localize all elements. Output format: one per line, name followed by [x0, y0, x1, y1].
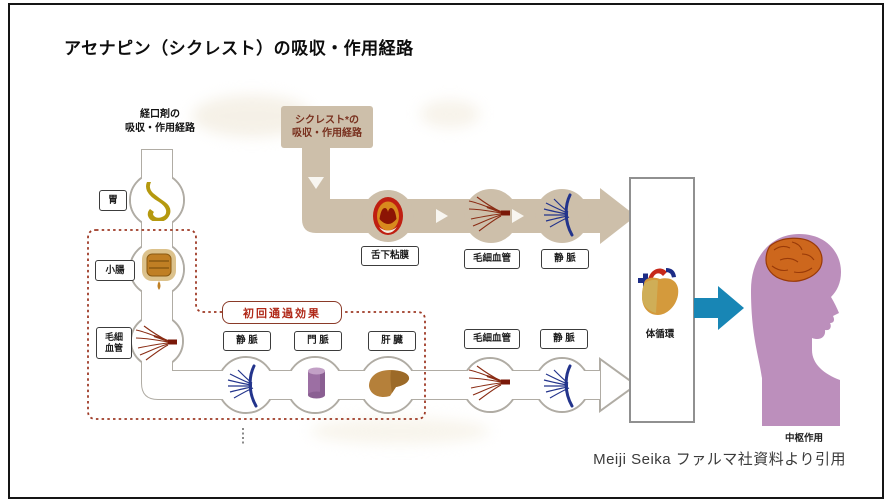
label-vein-postliver: 静 脈	[540, 329, 588, 349]
to-brain-arrow-icon	[694, 286, 744, 330]
portal-vein-icon	[308, 367, 325, 399]
label-vein-postliver-text: 静 脈	[553, 333, 575, 345]
label-capillary-left-line1: 毛細	[104, 332, 123, 343]
systemic-circulation-text: 体循環	[645, 329, 675, 340]
label-sublingual-mucosa: 舌下粘膜	[361, 246, 419, 266]
sublingual-route-heading: シクレスト*の 吸収・作用経路	[281, 106, 373, 148]
liver-icon	[369, 370, 410, 397]
oral-heading-line2: 吸収・作用経路	[125, 122, 195, 134]
vein-icon	[227, 364, 258, 408]
central-action-text: 中枢作用	[784, 433, 823, 444]
label-portal-vein: 門 脈	[294, 331, 342, 351]
page-title: アセナピン（シクレスト）の吸収・作用経路	[64, 39, 414, 58]
label-stomach-text: 胃	[108, 194, 118, 206]
systemic-circulation-label: 体循環	[634, 326, 686, 340]
label-liver: 肝 臓	[368, 331, 416, 351]
vein-icon	[543, 193, 574, 237]
label-small-intestine: 小腸	[95, 260, 135, 281]
central-action-label: 中枢作用	[766, 430, 842, 444]
label-vein-firstpass: 静 脈	[223, 331, 271, 351]
vein-icon	[543, 364, 574, 408]
outer-border	[8, 3, 884, 499]
first-pass-effect-text: 初回通過効果	[243, 307, 321, 320]
scan-smudge	[310, 418, 490, 444]
scan-smudge	[420, 100, 480, 128]
oral-heading-line1: 経口剤の	[140, 109, 180, 120]
capillary-icon	[468, 196, 510, 232]
label-capillary-postliver-text: 毛細血管	[472, 333, 511, 345]
label-stomach: 胃	[99, 190, 127, 211]
capillary-icon	[468, 365, 510, 401]
source-attribution: Meiji Seika ファルマ社資料より引用	[593, 451, 846, 468]
label-vein-firstpass-text: 静 脈	[236, 335, 258, 347]
label-capillary-postliver: 毛細血管	[464, 329, 520, 349]
label-vein-sublingual: 静 脈	[541, 249, 589, 269]
first-pass-effect-box: 初回通過効果	[222, 301, 342, 324]
label-capillary-sublingual: 毛細血管	[464, 249, 520, 269]
sublingual-mouth-icon	[373, 197, 403, 235]
label-portal-vein-text: 門 脈	[307, 335, 329, 347]
sublingual-heading-line2: 吸収・作用経路	[292, 128, 362, 139]
sublingual-heading-line1: シクレスト*の	[295, 114, 359, 126]
oral-route-heading: 経口剤の 吸収・作用経路	[108, 108, 212, 135]
label-sublingual-mucosa-text: 舌下粘膜	[370, 250, 409, 262]
heart-icon	[638, 268, 679, 315]
label-small-intestine-text: 小腸	[105, 264, 125, 276]
label-capillary-left-line2: 血管	[104, 343, 123, 353]
first-pass-dotted-region	[87, 229, 426, 420]
intestine-icon	[142, 249, 176, 290]
brain-icon	[765, 237, 823, 282]
head-silhouette-icon	[751, 234, 841, 426]
label-capillary-sublingual-text: 毛細血管	[472, 253, 511, 265]
label-vein-sublingual-text: 静 脈	[554, 253, 576, 265]
label-capillary-left: 毛細 血管	[96, 327, 132, 359]
capillary-icon	[135, 325, 177, 361]
stomach-icon	[146, 182, 171, 221]
label-liver-text: 肝 臓	[381, 335, 403, 347]
